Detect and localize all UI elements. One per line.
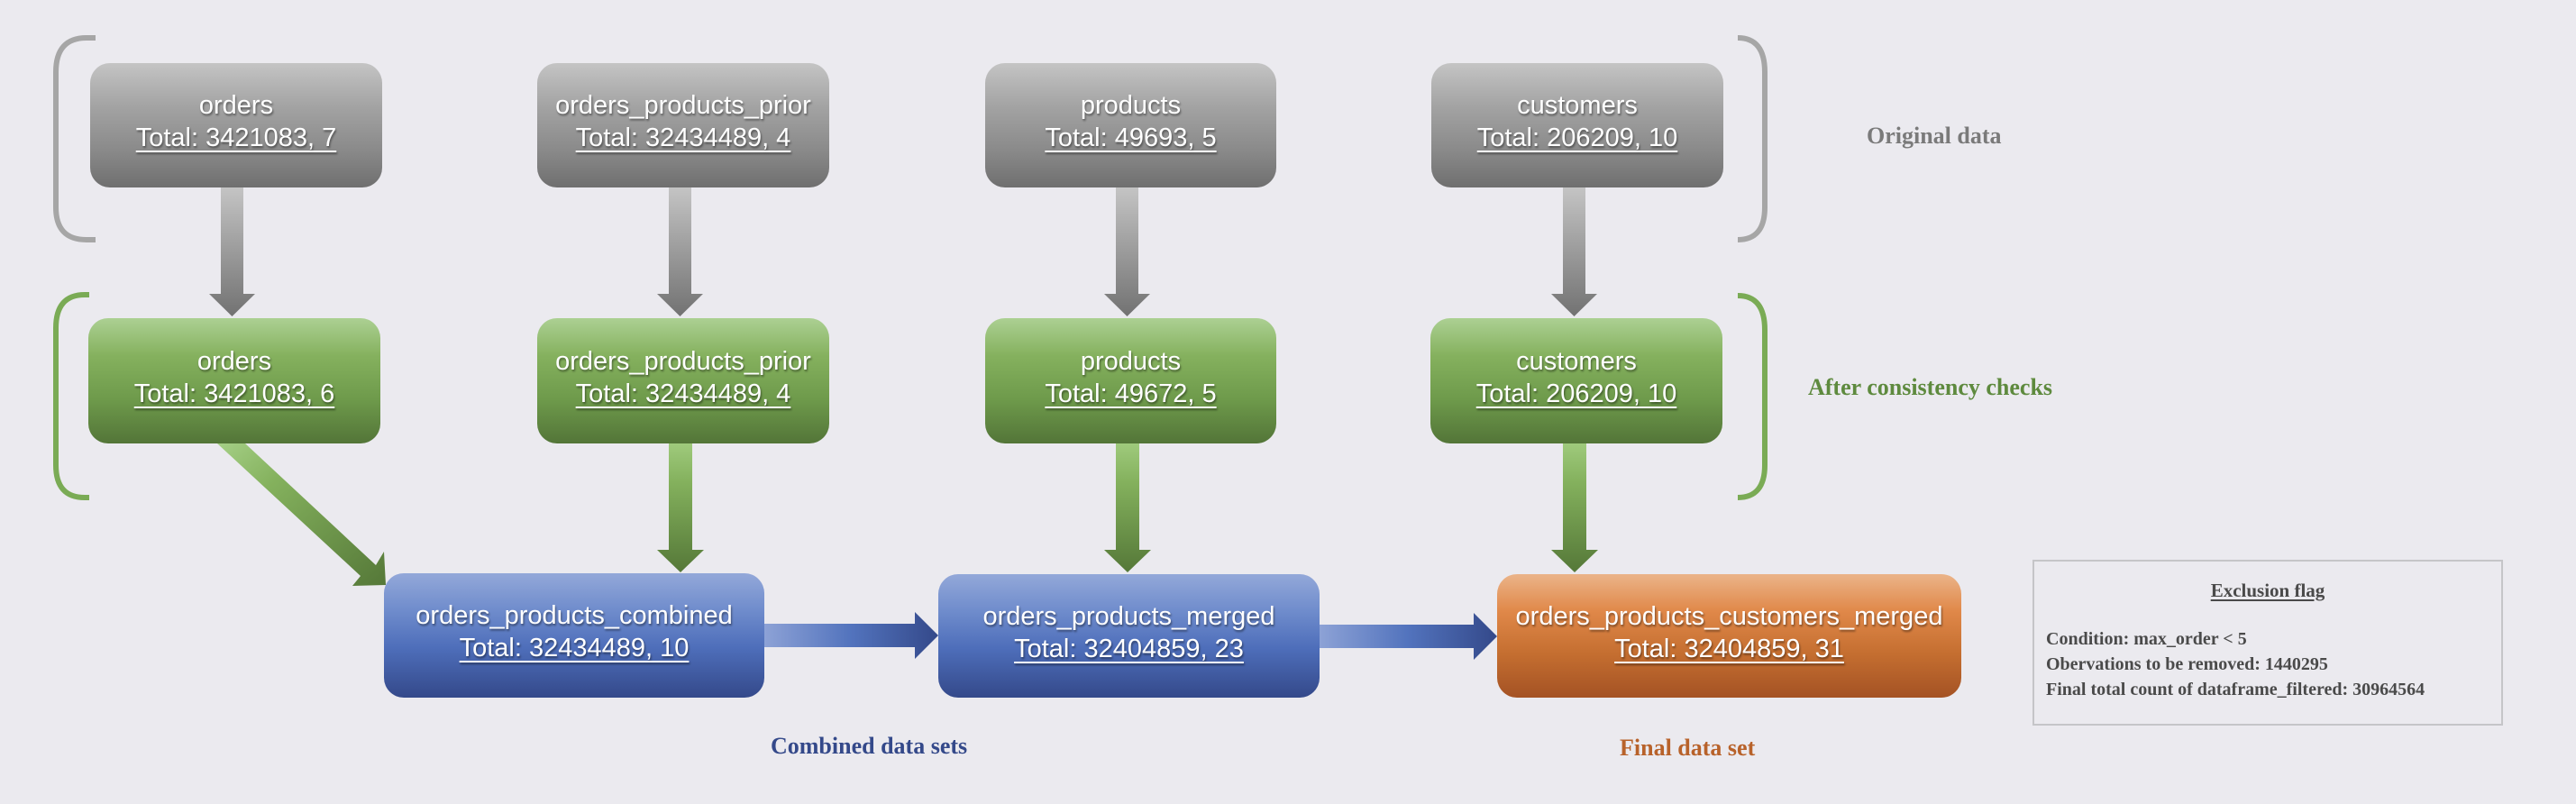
label-final-data-set: Final data set bbox=[1620, 735, 1756, 761]
arrow-customers-check bbox=[1551, 187, 1597, 316]
node-total: Total: 49672, 5 bbox=[1045, 379, 1217, 408]
node-checked-orders: orders Total: 3421083, 6 bbox=[88, 318, 380, 443]
label-combined-data-sets: Combined data sets bbox=[771, 733, 968, 759]
node-total: Total: 49693, 5 bbox=[1045, 123, 1217, 152]
exclusion-final-count: Final total count of dataframe_filtered:… bbox=[2046, 680, 2425, 699]
node-total: Total: 3421083, 7 bbox=[135, 123, 337, 152]
arrow-orders-check bbox=[209, 187, 255, 316]
node-name: orders bbox=[196, 346, 272, 376]
arrow-orders-to-combined bbox=[217, 443, 386, 586]
node-original-orders-products-prior: orders_products_prior Total: 32434489, 4 bbox=[537, 63, 829, 187]
node-name: orders bbox=[198, 91, 274, 120]
node-total: Total: 206209, 10 bbox=[1475, 379, 1677, 408]
node-name: products bbox=[1080, 91, 1182, 120]
node-name: orders_products_prior bbox=[555, 346, 811, 376]
node-name: orders_products_customers_merged bbox=[1515, 601, 1943, 631]
arrow-products-to-merged bbox=[1104, 443, 1151, 572]
node-checked-customers: customers Total: 206209, 10 bbox=[1430, 318, 1722, 443]
exclusion-flag-panel: Exclusion flag Condition: max_order < 5 … bbox=[2032, 560, 2503, 726]
node-total: Total: 32434489, 4 bbox=[575, 123, 791, 152]
node-name: customers bbox=[1517, 91, 1638, 120]
node-checked-orders-products-prior: orders_products_prior Total: 32434489, 4 bbox=[537, 318, 829, 443]
node-total: Total: 32404859, 31 bbox=[1614, 634, 1844, 663]
node-name: orders_products_merged bbox=[982, 601, 1275, 631]
label-after-consistency-checks: After consistency checks bbox=[1808, 374, 2053, 400]
node-name: customers bbox=[1516, 346, 1637, 376]
arrow-products-check bbox=[1104, 187, 1150, 316]
node-orders-products-customers-merged: orders_products_customers_merged Total: … bbox=[1497, 574, 1961, 698]
node-checked-products: products Total: 49672, 5 bbox=[985, 318, 1276, 443]
exclusion-condition: Condition: max_order < 5 bbox=[2046, 629, 2247, 649]
node-total: Total: 206209, 10 bbox=[1476, 123, 1678, 152]
arrow-combined-to-merged bbox=[764, 612, 938, 659]
node-name: orders_products_prior bbox=[555, 91, 811, 120]
node-total: Total: 3421083, 6 bbox=[133, 379, 335, 408]
node-name: orders_products_combined bbox=[416, 601, 733, 630]
node-total: Total: 32404859, 23 bbox=[1014, 634, 1244, 663]
arrow-prior-to-combined bbox=[657, 443, 704, 572]
exclusion-removed-count: Obervations to be removed: 1440295 bbox=[2046, 654, 2328, 674]
bracket-original-right bbox=[1737, 35, 1768, 242]
node-total: Total: 32434489, 10 bbox=[459, 634, 690, 662]
node-original-customers: customers Total: 206209, 10 bbox=[1431, 63, 1723, 187]
node-original-orders: orders Total: 3421083, 7 bbox=[90, 63, 382, 187]
arrow-merged-to-final bbox=[1320, 613, 1497, 660]
node-orders-products-merged: orders_products_merged Total: 32404859, … bbox=[938, 574, 1320, 698]
exclusion-flag-details: Condition: max_order < 5 Obervations to … bbox=[2046, 626, 2425, 702]
arrow-customers-to-final bbox=[1551, 443, 1598, 572]
bracket-original-left bbox=[53, 35, 96, 242]
node-original-products: products Total: 49693, 5 bbox=[985, 63, 1276, 187]
bracket-checked-left bbox=[53, 292, 89, 500]
arrow-orders-products-prior-check bbox=[657, 187, 703, 316]
node-name: products bbox=[1080, 346, 1182, 376]
node-orders-products-combined: orders_products_combined Total: 32434489… bbox=[384, 573, 764, 698]
bracket-checked-right bbox=[1737, 293, 1768, 500]
exclusion-flag-title: Exclusion flag bbox=[2210, 580, 2325, 601]
label-original-data: Original data bbox=[1867, 123, 2002, 149]
node-total: Total: 32434489, 4 bbox=[575, 379, 791, 408]
